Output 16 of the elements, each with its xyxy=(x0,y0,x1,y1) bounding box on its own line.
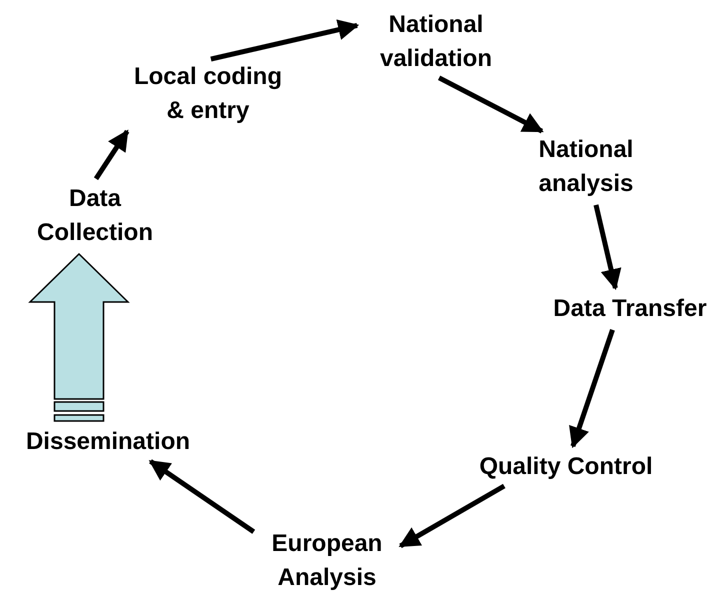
step-label: Local coding & entry xyxy=(128,60,288,128)
step-label: European Analysis xyxy=(257,527,397,594)
arrow xyxy=(398,484,506,548)
step-label: Data Collection xyxy=(15,182,175,250)
block-arrow xyxy=(28,252,130,422)
arrow xyxy=(210,19,360,62)
step-label: National analysis xyxy=(521,133,651,201)
arrow xyxy=(594,204,622,290)
step-label: Dissemination xyxy=(8,425,208,459)
step-label: Data Transfer xyxy=(530,292,724,326)
arrow xyxy=(569,329,615,448)
step-label: Quality Control xyxy=(461,450,671,484)
arrow xyxy=(94,130,130,180)
arrow xyxy=(148,459,256,534)
arrow xyxy=(438,76,544,134)
step-label: National validation xyxy=(361,8,511,76)
